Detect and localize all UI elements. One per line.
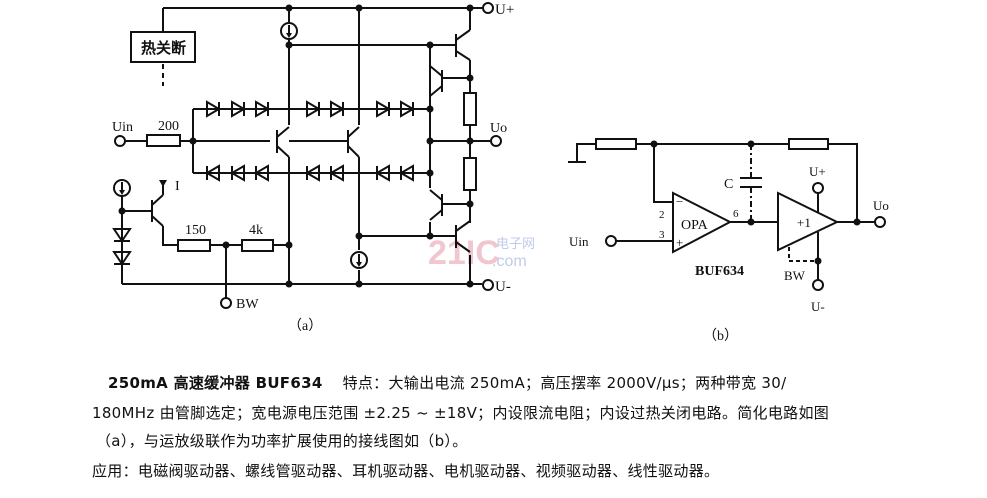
circuit-label: 电子网 (496, 237, 535, 252)
circuit-label: 200 (158, 119, 179, 134)
description-text: 特点：大输出电流 250mA；高压摆率 2000V/μs；两种带宽 30/ (342, 374, 787, 392)
circuit-label: U- (495, 279, 511, 295)
circuit-label: 21IC (428, 234, 500, 272)
wire (210, 244, 289, 298)
resistor-feedback (788, 138, 829, 150)
circuit-label: 6 (733, 208, 739, 220)
current-arrow-icon (159, 180, 167, 187)
resistor-150 (177, 239, 211, 252)
uplus-terminal (482, 2, 494, 14)
uin-terminal-b (605, 235, 617, 247)
circuit-label: 热关断 (141, 39, 186, 57)
junction-dots (650, 140, 861, 265)
description-line-1: 250mA 高速缓冲器 BUF634 特点：大输出电流 250mA；高压摆率 20… (108, 372, 786, 393)
transistor-icon (429, 65, 470, 97)
resistor-4k (241, 239, 274, 252)
circuit-label: BW (784, 268, 806, 283)
circuit-label: I (175, 179, 180, 194)
positive-rail (162, 7, 482, 32)
bw-link-dashed (788, 247, 818, 262)
circuit-b: C OPA − + 2 3 6 Uin +1 U+ U- BW BUF634 U… (568, 138, 889, 344)
uin-terminal (114, 135, 126, 147)
description-line-4: 应用：电磁阀驱动器、螺线管驱动器、耳机驱动器、电机驱动器、视频驱动器、线性驱动器… (92, 462, 720, 480)
uo-terminal (490, 135, 502, 147)
description-line-2: 180MHz 由管脚选定；宽电源电压范围 ±2.25 ~ ±18V；内设限流电阻… (92, 404, 830, 422)
transistor-icon (455, 220, 471, 253)
circuit-label: − (676, 194, 683, 209)
feedback-wire (576, 143, 858, 222)
circuit-label: C (724, 177, 733, 192)
uo-terminal-b (874, 216, 886, 228)
circuit-label: U+ (809, 164, 826, 179)
description-line-3: （a），与运放级联作为功率扩展使用的接线图如（b）。 (96, 432, 468, 450)
circuit-label: 3 (659, 229, 665, 241)
circuit-label: BUF634 (695, 264, 744, 279)
diode-string-upper (206, 100, 415, 118)
circuit-label: Uo (490, 121, 507, 136)
caption-a: （a） (288, 318, 322, 334)
circuit-label: + (676, 235, 683, 250)
circuit-label: .com (492, 253, 527, 270)
buffer-buf634 (777, 191, 840, 252)
transistor-icon (455, 29, 471, 61)
circuit-label: 4k (249, 223, 263, 238)
circuit-label: Uin (569, 234, 589, 249)
uplus-terminal-b (812, 182, 824, 194)
circuit-a: 21IC 电子网 .com U+ U- 热关断 (112, 2, 535, 334)
circuit-label: BW (236, 297, 259, 312)
circuit-label: U- (811, 299, 825, 314)
diode-string-lower (205, 164, 414, 182)
circuit-label: U+ (495, 2, 514, 18)
circuit-label: Uo (873, 198, 889, 213)
watermark: 21IC 电子网 .com (428, 234, 535, 272)
uminus-terminal-b (812, 279, 824, 291)
diode-icon (112, 251, 132, 266)
caption-b: （b） (703, 328, 738, 344)
opamp-opa (672, 191, 733, 254)
transistor-icon (151, 183, 178, 246)
resistor-ground (595, 138, 637, 150)
transistor-icon (276, 126, 290, 158)
resistor-lower-output (463, 157, 477, 191)
bw-terminal (220, 297, 232, 309)
current-source-icon (113, 179, 131, 197)
current-source-icon (280, 22, 298, 40)
thermal-shutdown-box (130, 31, 196, 63)
capacitor-c (740, 177, 762, 188)
junction-dots (118, 4, 474, 288)
wire (653, 144, 673, 203)
resistor-200 (146, 134, 181, 147)
circuit-label: +1 (797, 215, 811, 230)
diode-icon (112, 228, 132, 243)
description-title: 250mA 高速缓冲器 BUF634 (108, 374, 323, 392)
resistor-upper-output (463, 92, 477, 126)
transistor-icon (429, 189, 470, 221)
circuit-label: 2 (659, 209, 665, 221)
circuit-label: OPA (681, 218, 709, 233)
transistor-icon (347, 126, 360, 158)
circuit-label: 150 (185, 223, 206, 238)
wire (817, 193, 875, 280)
uminus-terminal (482, 279, 494, 291)
circuit-label: Uin (112, 120, 133, 135)
current-source-icon (350, 251, 368, 269)
